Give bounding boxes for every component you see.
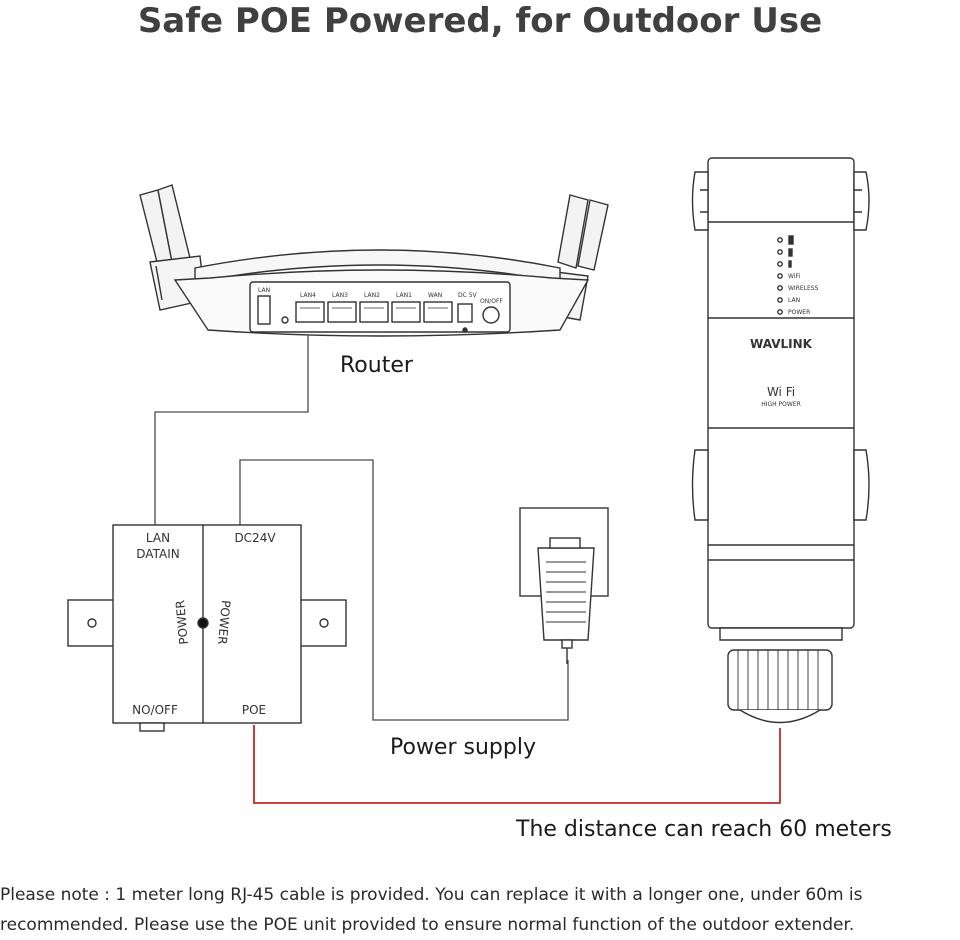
extender-led-wireless-label: WIRELESS <box>788 285 819 292</box>
router-port-lan1-label: LAN1 <box>396 292 412 299</box>
page-title: Safe POE Powered, for Outdoor Use <box>137 1 823 41</box>
router-port-onoff-label: ON/OFF <box>480 298 503 305</box>
router-port-lan4-label: LAN4 <box>300 292 316 299</box>
extender-brand-logo: WAVLINK <box>750 337 813 351</box>
router-illustration <box>139 184 609 337</box>
router-port-lan3-label: LAN3 <box>332 292 348 299</box>
router-port-lan2-label: LAN2 <box>364 292 380 299</box>
extender-led-lan-label: LAN <box>788 297 800 304</box>
power-cable-supply-to-poe <box>239 459 569 721</box>
router-port-wan-label: WAN <box>428 292 442 299</box>
power-supply-label: Power supply <box>390 735 536 760</box>
poe-dc24v-label: DC24V <box>234 531 276 545</box>
extender-led-power-label: POWER <box>788 309 810 316</box>
poe-datain-label: DATAIN <box>136 547 179 561</box>
extender-wifi-sub-label: HIGH POWER <box>761 401 801 408</box>
poe-lan-label: LAN <box>146 531 170 545</box>
note-line-2: recommended. Please use the POE unit pro… <box>0 915 855 935</box>
data-cable-router-to-poe <box>154 335 309 525</box>
distance-label: The distance can reach 60 meters <box>516 817 892 842</box>
poe-power-left-label: POWER <box>173 600 191 646</box>
power-adapter-illustration <box>519 507 609 664</box>
poe-power-right-label: POWER <box>215 600 233 646</box>
poe-injector-illustration <box>67 524 347 732</box>
note-line-1: Please note : 1 meter long RJ-45 cable i… <box>0 885 863 905</box>
poe-poe-label: POE <box>242 703 266 717</box>
router-port-dc-label: DC 5V <box>458 292 478 299</box>
poe-cable-to-extender <box>253 725 781 804</box>
outdoor-extender-illustration <box>691 157 870 724</box>
extender-led-wifi-label: WiFi <box>788 273 800 280</box>
note-text: Please note : 1 meter long RJ-45 cable i… <box>0 880 960 940</box>
router-label: Router <box>340 353 413 378</box>
poe-onoff-label: NO/OFF <box>132 703 178 717</box>
router-port-lan-side-label: LAN <box>258 287 270 294</box>
extender-wifi-logo: Wi Fi <box>767 385 795 399</box>
